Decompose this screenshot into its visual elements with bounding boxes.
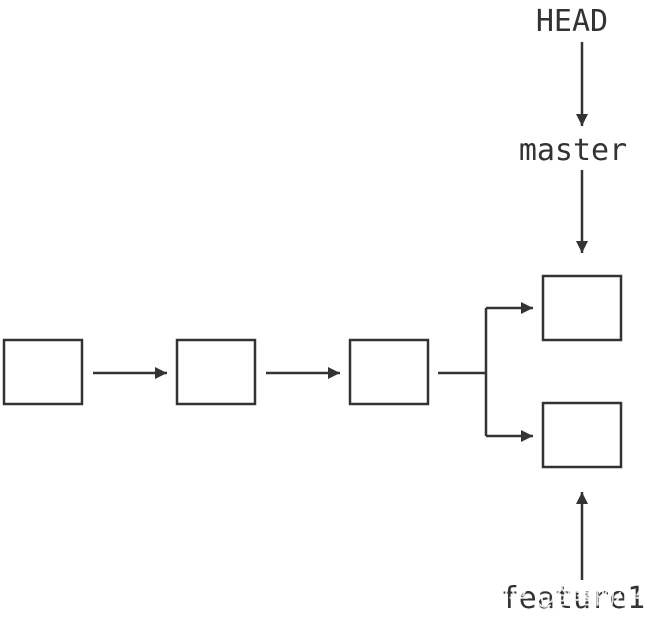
commit-node-feature1 bbox=[541, 401, 623, 469]
watermark-text: 知乎 @创客的小牛 bbox=[489, 585, 655, 609]
feature1-label: feature1 bbox=[501, 581, 646, 616]
master-label: master bbox=[519, 133, 627, 168]
head-label: HEAD bbox=[536, 4, 608, 39]
commit-node-3 bbox=[348, 338, 430, 406]
commit-node-master bbox=[541, 274, 623, 342]
commit-node-2 bbox=[175, 338, 257, 406]
commit-node-1 bbox=[2, 338, 84, 406]
